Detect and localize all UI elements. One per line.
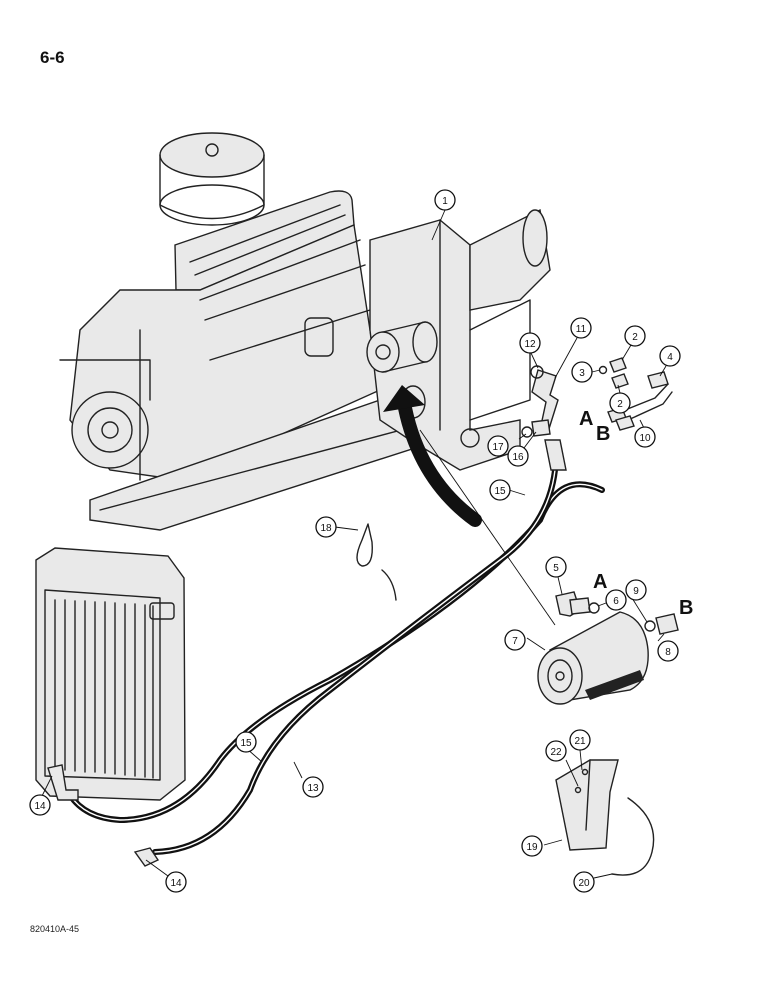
callout-3: 3 — [571, 361, 593, 383]
svg-text:8: 8 — [665, 647, 671, 658]
callout-5: 5 — [545, 556, 567, 578]
fitting-16 — [531, 419, 551, 437]
figure-code: 820410A-45 — [30, 924, 80, 934]
callout-20: 20 — [573, 871, 595, 893]
fitting-8 — [655, 613, 679, 635]
callout-15-upper: 15 — [489, 479, 511, 501]
callout-11: 11 — [570, 317, 592, 339]
clamp-18 — [356, 523, 397, 601]
fitting-2-lower — [611, 373, 629, 389]
callout-12: 12 — [519, 332, 541, 354]
svg-text:20: 20 — [578, 878, 590, 889]
svg-text:21: 21 — [574, 736, 586, 747]
leader-lines — [41, 209, 667, 879]
svg-text:14: 14 — [170, 878, 182, 889]
svg-text:16: 16 — [512, 452, 524, 463]
callout-9: 9 — [625, 579, 647, 601]
callout-15-lower: 15 — [235, 731, 257, 753]
page-number: 6-6 — [40, 48, 65, 67]
svg-text:18: 18 — [320, 523, 332, 534]
svg-text:14: 14 — [34, 801, 46, 812]
elbow-fitting-5 — [555, 591, 591, 617]
callout-2-lower: 2 — [609, 392, 631, 414]
svg-text:3: 3 — [579, 368, 585, 379]
callout-13: 13 — [302, 776, 324, 798]
elbow-fitting-14-upper — [47, 764, 79, 801]
svg-text:4: 4 — [667, 352, 673, 363]
svg-text:1: 1 — [442, 196, 448, 207]
svg-text:15: 15 — [494, 486, 506, 497]
bracket-19 — [555, 759, 619, 851]
flow-arrow — [383, 385, 556, 626]
hose-13 — [152, 452, 559, 855]
callout-14-lower: 14 — [165, 871, 187, 893]
svg-text:2: 2 — [632, 332, 638, 343]
callout-21: 21 — [569, 729, 591, 751]
callout-22: 22 — [545, 740, 567, 762]
filter-7 — [537, 611, 649, 705]
svg-text:22: 22 — [550, 747, 562, 758]
callout-1: 1 — [434, 189, 456, 211]
svg-text:5: 5 — [553, 563, 559, 574]
callout-19: 19 — [521, 835, 543, 857]
callout-17: 17 — [487, 435, 509, 457]
port-label-b-upper: B — [679, 597, 693, 619]
line-20 — [611, 797, 655, 876]
svg-text:9: 9 — [633, 586, 639, 597]
svg-text:10: 10 — [639, 433, 651, 444]
elbow-fitting-14-lower — [133, 847, 160, 867]
callout-16: 16 — [507, 445, 529, 467]
svg-text:6: 6 — [613, 596, 619, 607]
svg-text:13: 13 — [307, 783, 319, 794]
svg-text:11: 11 — [576, 324, 587, 335]
port-label-b-lower: B — [596, 423, 610, 445]
callout-18: 18 — [315, 516, 337, 538]
engine-illustration — [59, 132, 441, 531]
o-ring-9 — [644, 620, 656, 632]
callout-6: 6 — [605, 589, 627, 611]
callout-8: 8 — [657, 640, 679, 662]
svg-text:17: 17 — [492, 442, 504, 453]
svg-text:2: 2 — [617, 399, 623, 410]
callout-10: 10 — [634, 426, 656, 448]
svg-text:7: 7 — [512, 636, 518, 647]
callout-4: 4 — [659, 345, 681, 367]
svg-text:15: 15 — [240, 738, 252, 749]
o-ring-6 — [588, 602, 600, 614]
o-ring-17 — [521, 426, 533, 438]
port-label-a-upper: A — [593, 571, 607, 593]
svg-text:12: 12 — [524, 339, 536, 350]
callout-2-upper: 2 — [624, 325, 646, 347]
callout-7: 7 — [504, 629, 526, 651]
port-label-a-lower: A — [579, 408, 593, 430]
radiator-illustration — [35, 547, 186, 801]
o-ring-3 — [598, 365, 608, 375]
callout-14-upper: 14 — [29, 794, 51, 816]
svg-text:19: 19 — [526, 842, 538, 853]
fitting-2-upper — [609, 357, 627, 373]
tee-fitting-11 — [531, 369, 567, 471]
